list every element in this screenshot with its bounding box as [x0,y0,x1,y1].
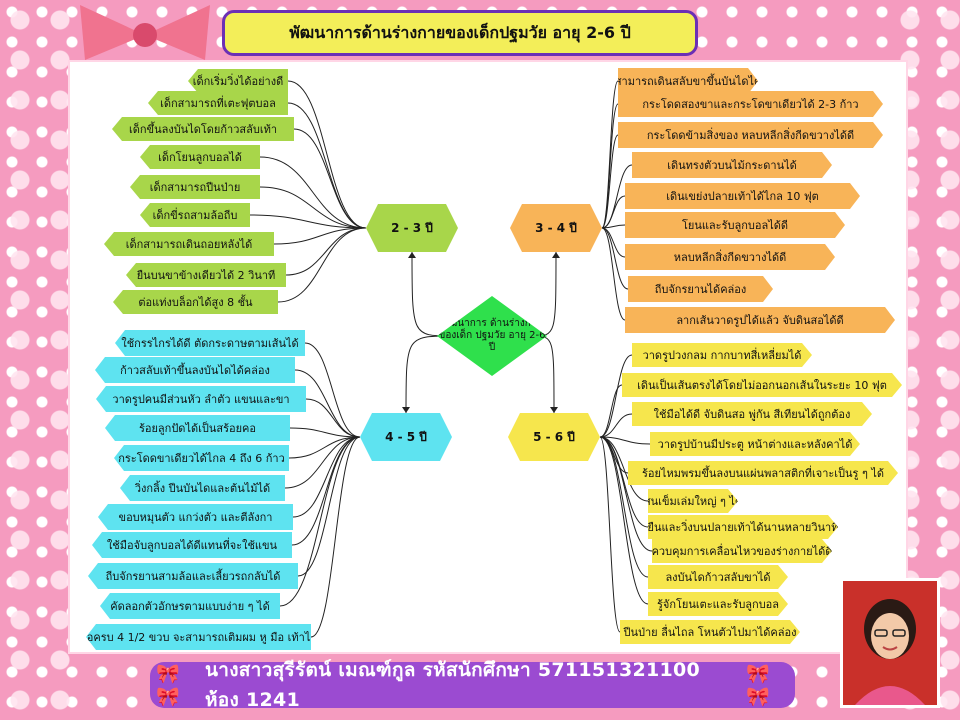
connector-line [599,436,653,552]
arrowhead-icon [552,252,560,258]
connector-line [259,186,367,229]
connector-line [284,436,361,489]
milestone-g45-4: กระโดดขาเดียวได้ไกล 4 ถึง 6 ก้าว [114,445,289,471]
connector-line [294,369,361,438]
connector-line [285,227,367,276]
milestone-g34-3: เดินทรงตัวบนไม้กระดานได้ [632,152,832,178]
connector-line [599,436,651,445]
connector-line [292,436,361,518]
age-node-g34: 3 - 4 ปี [510,204,602,252]
milestone-g45-1: ก้าวสลับเท้าขึ้นลงบันไดได้คล่อง [95,357,295,383]
milestone-g23-3: เด็กโยนลูกบอลได้ [140,145,260,169]
milestone-g23-1: เด็กสามารถที่เตะฟุตบอล [148,91,288,115]
connector-line [599,436,649,502]
arrowhead-icon [402,407,410,413]
milestone-g56-1: เดินเป็นเส้นตรงได้โดยไม่ออกนอกเส้นในระยะ… [622,373,902,397]
age-node-g56: 5 - 6 ปี [508,413,600,461]
connector-line [601,195,626,229]
connector-line [287,80,367,229]
age-node-g23: 2 - 3 ปี [366,204,458,252]
milestone-g34-8: ลากเส้นวาดรูปได้แล้ว จับดินสอได้ดี [625,307,895,333]
connector-line [411,251,453,337]
connector-line [531,251,557,337]
milestone-g23-4: เด็กสามารถปีนป่าย [130,175,260,199]
milestone-g45-8: ถีบจักรยานสามล้อและเลี้ยวรถกลับได้ [88,563,298,589]
milestone-g56-10: ปีนป่าย ลื่นไถล โหนตัวไปมาได้คล่อง [620,620,800,644]
milestone-g56-9: รู้จักโยนเตะและรับลูกบอล [648,592,788,616]
milestone-g56-2: ใช้มือได้ดี จับดินสอ พู่กัน สีเทียนได้ถู… [632,402,872,426]
milestone-g34-2: กระโดดข้ามสิ่งของ หลบหลีกสิ่งกีดขวางได้ด… [618,122,883,148]
milestone-g23-6: เด็กสามารถเดินถอยหลังได้ [104,232,274,256]
milestone-g56-8: ลงบันไดก้าวสลับขาได้ [648,565,788,589]
connector-line [277,227,367,303]
connector-line [601,103,619,229]
connector-line [599,436,649,578]
milestone-g34-6: หลบหลีกสิ่งกีดขวางได้ดี [625,244,835,270]
connector-line [259,156,367,229]
milestone-g56-6: ยืนและวิ่งบนปลายเท้าได้นานหลายวินาที [648,515,838,539]
connector-line [288,436,361,459]
milestone-g23-8: ต่อแท่งบล็อกได้สูง 8 ชั้น [113,290,278,314]
connector-line [304,342,361,438]
bow-right-icon: 🎀🎀 [746,663,771,708]
connector-line [310,436,361,638]
milestone-g45-3: ร้อยลูกปัดได้เป็นสร้อยคอ [105,415,290,441]
milestone-g34-5: โยนและรับลูกบอลได้ดี [625,212,845,238]
milestone-g45-6: ขอบหมุนตัว แกว่งตัว และตีลังกา [98,504,293,530]
student-photo [840,578,940,708]
milestone-g45-9: คัดลอกตัวอักษรตามแบบง่าย ๆ ได้ [100,593,280,619]
pink-bow-decoration [80,5,210,60]
milestone-g23-2: เด็กขึ้นลงบันไดโดยก้าวสลับเท้า [112,117,294,141]
milestone-g34-1: กระโดดสองขาและกระโดขาเดียวได้ 2-3 ก้าว [618,91,883,117]
connector-line [305,398,361,438]
student-info: นางสาวสุรีรัตน์ เมณฑ์กูล รหัสนักศึกษา 57… [204,659,701,711]
connector-line [249,214,367,229]
milestone-g56-0: วาดรูปวงกลม กากบาทสี่เหลี่ยมได้ [632,343,812,367]
connector-line [599,384,623,438]
connector-line [601,134,619,229]
milestone-g45-2: วาดรูปคนมีส่วนหัว ลำตัว แขนและขา [96,386,306,412]
connector-line [599,436,621,633]
connector-line [599,413,633,438]
milestone-g34-0: สามารถเดินสลับขาขึ้นบันไดได้ [618,68,758,94]
milestone-g56-4: ร้อยไหมพรมขึ้นลงบนแผ่นพลาสติกที่เจาะเป็น… [628,461,898,485]
age-node-g45: 4 - 5 ปี [360,413,452,461]
bow-left-icon: 🎀🎀 [156,663,180,708]
connector-line [293,128,367,229]
milestone-g23-5: เด็กขี่รถสามล้อถีบ [140,203,250,227]
portrait-icon [843,581,937,705]
connector-line [601,227,629,290]
connector-line [273,227,367,245]
arrowhead-icon [408,252,416,258]
connector-line [405,335,453,414]
milestone-g23-0: เด็กเริ่มวิ่งได้อย่างดี [188,69,288,93]
milestone-g56-3: วาดรูปบ้านมีประตู หน้าต่างและหลังคาได้ [650,432,860,456]
milestone-g23-7: ยืนบนขาข้างเดียวได้ 2 วินาที [126,263,286,287]
milestone-g45-7: ใช้มือจับลูกบอลได้ดีแทนที่จะใช้แขน [92,532,292,558]
page-title: พัฒนาการด้านร่างกายของเด็กปฐมวัย อายุ 2-… [222,10,698,56]
connector-line [531,335,555,414]
connector-line [279,436,361,607]
lace-border-left [0,0,70,720]
connector-line [291,436,361,546]
milestone-g45-10: พอครบ 4 1/2 ขวบ จะสามารถเติมผม หู มือ เท… [86,624,311,650]
milestone-g56-5: สนเข็มเล่มใหญ่ ๆ ได้ [648,489,738,513]
connector-line [289,427,361,438]
connector-line [601,224,626,229]
footer-banner: 🎀🎀 นางสาวสุรีรัตน์ เมณฑ์กูล รหัสนักศึกษา… [150,659,795,711]
milestone-g34-4: เดินเขย่งปลายเท้าได้ไกล 10 ฟุต [625,183,860,209]
milestone-g34-7: ถีบจักรยานได้คล่อง [628,276,773,302]
arrowhead-icon [550,407,558,413]
milestone-g45-0: ใช้กรรไกรได้ดี ตัดกระดาษตามเส้นได้ [115,330,305,356]
milestone-g56-7: ควบคุมการเคลื่อนไหวของร่างกายได้ดี [652,539,832,563]
connector-line [599,436,649,605]
connector-line [297,436,361,577]
connector-line [601,227,626,321]
milestone-g45-5: วิ่งกลิ้ง ปีนบันไดและต้นไม้ได้ [120,475,285,501]
